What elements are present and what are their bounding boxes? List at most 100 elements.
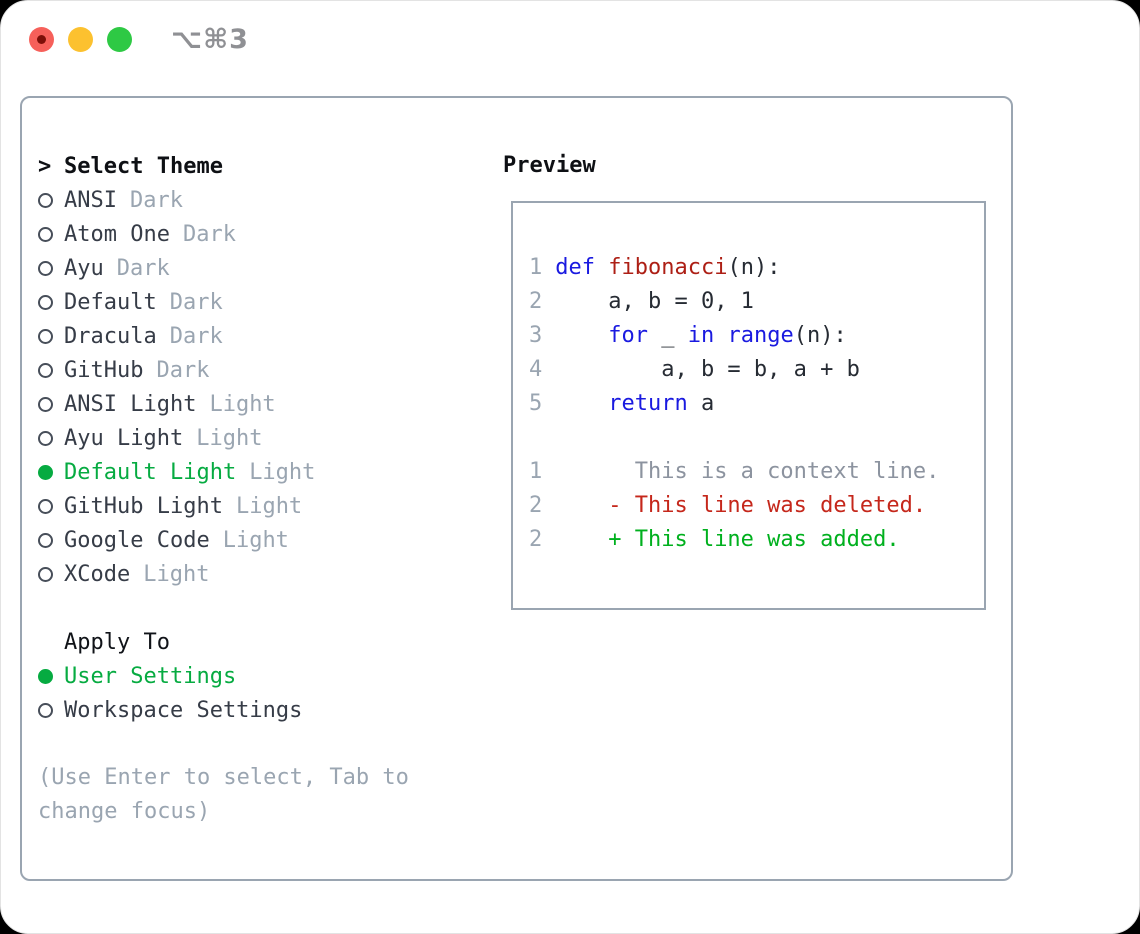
theme-option-ayu-light[interactable]: Ayu Light Light <box>38 421 470 455</box>
code-segment: def <box>555 255 595 280</box>
theme-name: Google Code <box>64 527 210 553</box>
code-segment: + This line was added. <box>555 527 900 552</box>
theme-name: Ayu <box>64 255 104 281</box>
theme-variant: Dark <box>182 221 236 247</box>
theme-variant: Dark <box>156 357 210 383</box>
theme-variant: Light <box>143 561 210 587</box>
radio-icon <box>38 396 53 412</box>
line-number: 1 <box>529 459 543 484</box>
code-segment: a, b = b, a + b <box>555 357 860 382</box>
theme-name: Default Light <box>64 459 237 485</box>
close-button[interactable] <box>29 26 54 52</box>
select-theme-title: Select Theme <box>64 153 223 179</box>
line-number: 2 <box>529 493 543 518</box>
theme-option-github-light[interactable]: GitHub Light Light <box>38 489 470 523</box>
radio-icon <box>38 192 53 208</box>
code-segment: in <box>687 323 715 348</box>
line-number: 4 <box>529 357 543 382</box>
apply-option-user-settings[interactable]: User Settings <box>38 659 470 693</box>
spacer <box>38 727 470 761</box>
help-text: (Use Enter to select, Tab to change focu… <box>38 765 409 824</box>
preview-line: 1 This is a context line. <box>529 455 984 489</box>
code-segment: _ <box>647 323 688 348</box>
theme-option-github[interactable]: GitHub Dark <box>38 353 470 387</box>
code-segment: - This line was deleted. <box>555 493 927 518</box>
titlebar: ⌥⌘3 <box>29 23 249 55</box>
preview-line: 2 + This line was added. <box>529 523 984 557</box>
code-segment: This is a context line. <box>555 459 940 484</box>
radio-icon <box>38 532 53 548</box>
apply-to-header: Apply To <box>38 625 470 659</box>
theme-variant: Dark <box>129 187 183 213</box>
theme-option-ansi-light[interactable]: ANSI Light Light <box>38 387 470 421</box>
theme-name: GitHub Light <box>64 493 223 519</box>
theme-option-ayu[interactable]: Ayu Dark <box>38 251 470 285</box>
code-segment: return <box>608 391 688 416</box>
theme-name: GitHub <box>64 357 144 383</box>
radio-icon <box>38 226 53 242</box>
line-number: 1 <box>529 255 543 280</box>
code-segment <box>595 255 608 280</box>
radio-icon <box>38 566 53 582</box>
theme-name: Dracula <box>64 323 157 349</box>
zoom-button[interactable] <box>107 26 132 52</box>
theme-option-default-light[interactable]: Default Light Light <box>38 455 470 489</box>
code-segment: (n): <box>727 255 781 280</box>
theme-name: XCode <box>64 561 131 587</box>
option-label: User Settings <box>64 663 237 689</box>
code-segment: for <box>608 323 648 348</box>
theme-variant: Light <box>249 459 316 485</box>
theme-name: ANSI Light <box>64 391 197 417</box>
theme-option-atom-one[interactable]: Atom One Dark <box>38 217 470 251</box>
code-segment: fibonacci <box>608 255 728 280</box>
preview-line: 3 for _ in range(n): <box>529 319 984 353</box>
radio-icon <box>38 328 53 344</box>
select-theme-header: > Select Theme <box>38 149 470 183</box>
line-number: 2 <box>529 289 543 314</box>
focus-caret: > <box>38 153 52 179</box>
preview-header: Preview <box>503 153 596 178</box>
theme-variant: Light <box>235 493 303 519</box>
code-segment <box>714 323 727 348</box>
code-segment: a, b = 0, 1 <box>555 289 754 314</box>
theme-name: Atom One <box>64 221 170 247</box>
theme-option-google-code[interactable]: Google Code Light <box>38 523 470 557</box>
code-segment: a <box>687 391 715 416</box>
theme-name: Ayu Light <box>64 425 184 451</box>
code-segment: range <box>727 323 794 348</box>
preview-blank-line <box>529 421 984 455</box>
code-segment <box>555 323 608 348</box>
theme-variant: Dark <box>169 289 223 315</box>
minimize-button[interactable] <box>68 26 93 52</box>
theme-variant: Light <box>209 391 276 417</box>
theme-variant: Light <box>196 425 263 451</box>
code-segment: (n): <box>793 323 847 348</box>
preview-line: 5 return a <box>529 387 984 421</box>
option-label: Workspace Settings <box>64 697 303 723</box>
theme-variant: Dark <box>116 255 170 281</box>
preview-line: 2 a, b = 0, 1 <box>529 285 984 319</box>
apply-option-workspace-settings[interactable]: Workspace Settings <box>38 693 470 727</box>
radio-selected-icon <box>38 464 53 480</box>
apply-to-title: Apply To <box>64 629 170 655</box>
line-number: 3 <box>529 323 543 348</box>
keyboard-shortcut-label: ⌥⌘3 <box>171 23 249 55</box>
radio-icon <box>38 430 53 446</box>
close-dot-icon <box>37 34 46 44</box>
radio-icon <box>38 362 53 378</box>
theme-option-xcode[interactable]: XCode Light <box>38 557 470 591</box>
preview-line: 1 def fibonacci(n): <box>529 251 984 285</box>
radio-selected-icon <box>38 668 53 684</box>
theme-variant: Light <box>222 527 289 553</box>
code-segment <box>555 391 608 416</box>
